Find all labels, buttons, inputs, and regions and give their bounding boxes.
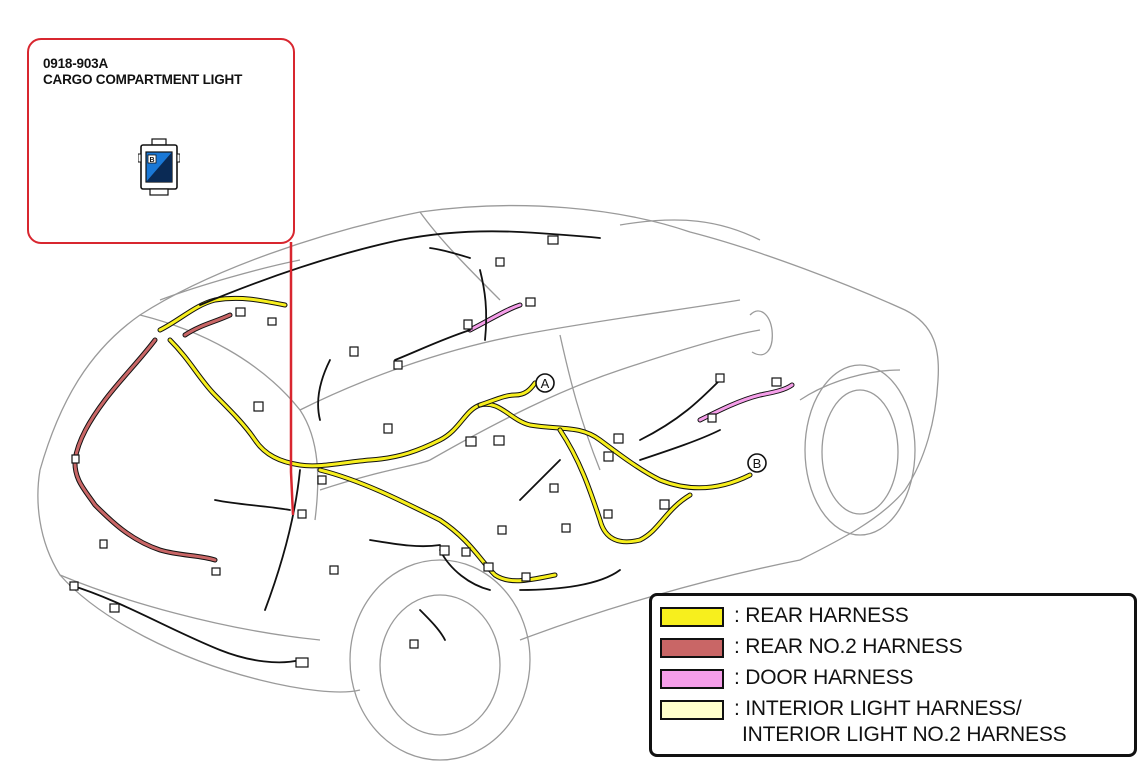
rear-harness-wires — [157, 295, 753, 584]
legend-swatch — [660, 638, 724, 658]
marker-b-label: B — [753, 456, 762, 471]
legend-label: : REAR HARNESS — [734, 604, 909, 627]
car-outline — [37, 204, 940, 761]
connector-icon: B — [138, 138, 180, 196]
harness-legend: : REAR HARNESS : REAR NO.2 HARNESS : DOO… — [649, 593, 1137, 757]
legend-label: : REAR NO.2 HARNESS — [734, 635, 963, 658]
callout-leader-line — [289, 242, 295, 516]
legend-swatch — [660, 700, 724, 720]
connector-pin-label: B — [149, 157, 154, 164]
legend-swatch — [660, 607, 724, 627]
legend-label: : DOOR HARNESS — [734, 666, 914, 689]
black-wires — [69, 230, 721, 664]
rear-no2-harness-wires — [72, 312, 233, 563]
harness-connectors — [69, 235, 782, 668]
cargo-light-callout: 0918-903A CARGO COMPARTMENT LIGHT B — [27, 38, 295, 244]
door-harness-wires — [467, 302, 795, 423]
callout-title: CARGO COMPARTMENT LIGHT — [43, 72, 243, 87]
location-marker-a: A — [535, 373, 555, 393]
location-marker-b: B — [747, 453, 767, 473]
legend-swatch — [660, 669, 724, 689]
legend-label-continuation: INTERIOR LIGHT NO.2 HARNESS — [742, 723, 1067, 746]
legend-label: : INTERIOR LIGHT HARNESS/ — [734, 697, 1022, 720]
callout-code: 0918-903A — [43, 56, 109, 71]
marker-a-label: A — [541, 376, 550, 391]
